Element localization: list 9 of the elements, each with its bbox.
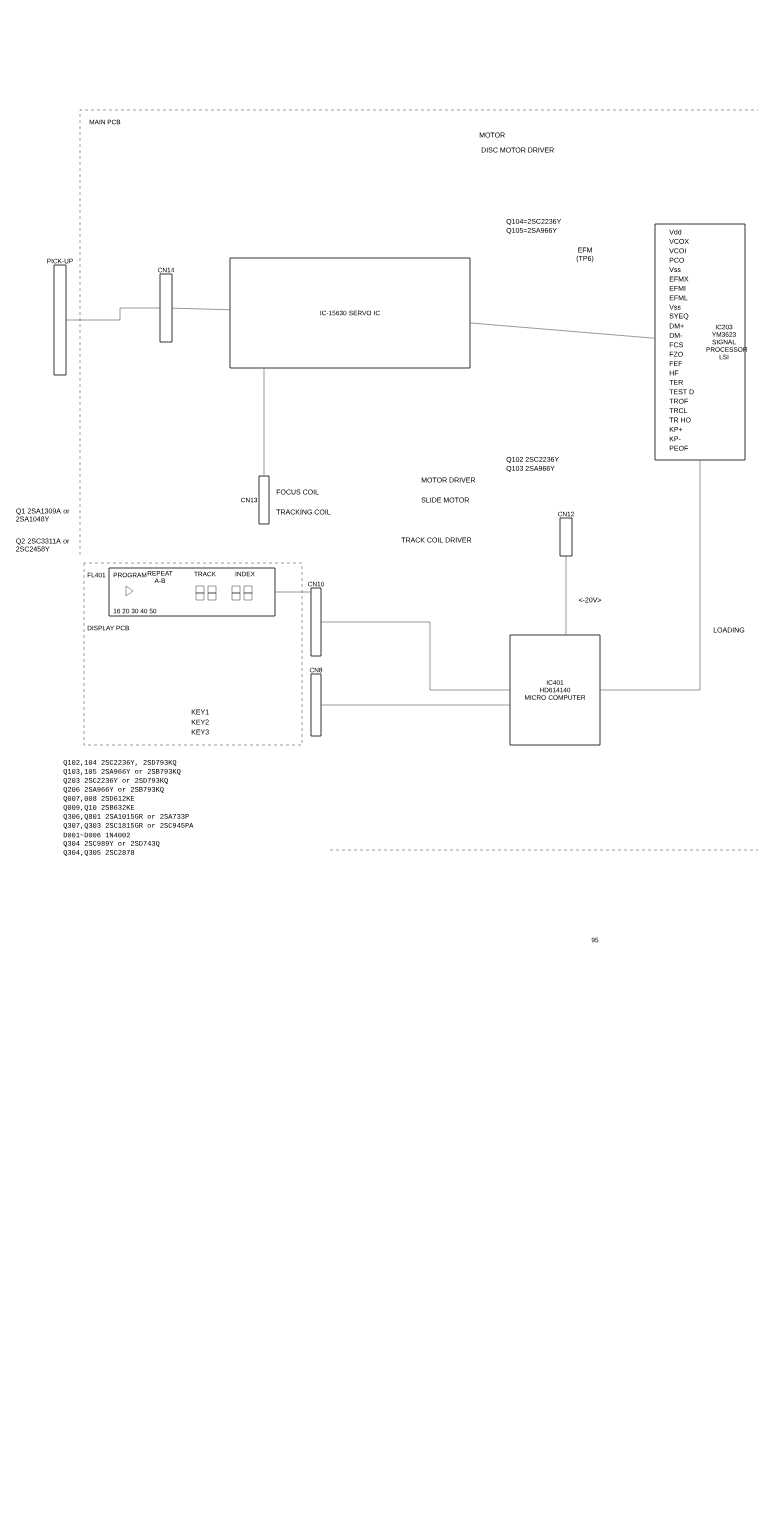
connector-line xyxy=(66,307,160,321)
connector-line xyxy=(275,591,311,593)
connector-line xyxy=(172,308,230,310)
connector-line xyxy=(321,704,510,706)
connector-line xyxy=(600,460,701,691)
connector-line xyxy=(470,322,655,339)
connector-line xyxy=(321,621,510,691)
connector-line xyxy=(263,368,265,476)
connector-line xyxy=(565,556,567,635)
